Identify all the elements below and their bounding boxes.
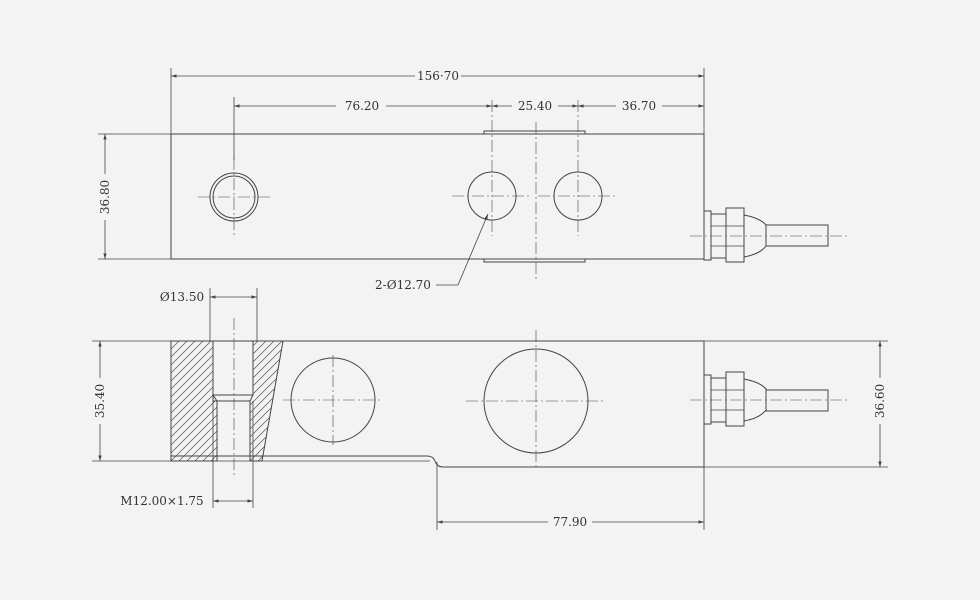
side-view-body	[170, 340, 705, 468]
hatch-line	[171, 341, 217, 461]
load-hole-2	[538, 100, 618, 236]
hatch-line	[178, 341, 217, 461]
hatch-line	[171, 341, 217, 461]
dim-thread-spec: M12.00×1.75	[120, 494, 203, 508]
hatch-line	[273, 341, 283, 461]
hatch-line	[171, 341, 217, 461]
dim-side-height-left: 35.40	[93, 384, 107, 418]
hatch-line	[250, 341, 283, 461]
dim-hole-offset-right: 36.70	[622, 99, 656, 113]
hatch-line	[250, 341, 275, 461]
hatch-line	[186, 341, 217, 461]
hatch-line	[250, 341, 283, 461]
hatch-line	[250, 341, 283, 461]
top-view-body	[170, 133, 705, 260]
hatch-line	[250, 341, 283, 461]
dim-top-height: 36.80	[98, 180, 112, 214]
top-pad-upper	[483, 130, 586, 135]
left-counterbore-hole	[198, 158, 270, 236]
hatch-line	[171, 341, 188, 461]
hatch-line	[194, 341, 217, 461]
hatch-line	[171, 341, 180, 461]
hatch-line	[171, 341, 217, 461]
dim-counterbore: Ø13.50	[160, 290, 204, 304]
dim-hole-pitch: 25.40	[518, 99, 552, 113]
pocket-large	[466, 330, 606, 470]
top-view: 156·70 76.20 25.40 36.70 36.80 2-Ø12.70	[98, 68, 850, 292]
cable-gland-top	[690, 207, 850, 263]
side-view: Ø13.50 M12.00×1.75	[92, 288, 888, 530]
hatch-line	[290, 341, 410, 461]
cable-gland-side	[690, 371, 850, 427]
dim-side-height-right: 36.60	[873, 384, 887, 418]
hatch-line	[250, 341, 283, 461]
dim-sensing-length: 77.90	[553, 515, 587, 529]
hatch-line	[171, 341, 217, 461]
hatch-line	[250, 341, 283, 461]
hatch-line	[250, 341, 283, 461]
hatch-line	[250, 341, 283, 461]
pocket-small	[283, 355, 383, 445]
top-pad-lower	[483, 258, 586, 263]
load-hole-1	[452, 100, 532, 236]
hatch-line	[171, 341, 212, 461]
hatch-line	[171, 341, 204, 461]
hatch-line	[171, 341, 217, 461]
hatch-line	[171, 341, 217, 461]
dim-hole-offset-left: 76.20	[345, 99, 379, 113]
hatch-line	[257, 341, 283, 461]
hatch-line	[171, 341, 217, 461]
dim-overall-length: 156·70	[417, 69, 459, 83]
hatch-line	[171, 341, 196, 461]
hatch-line	[171, 341, 172, 461]
dim-hole-callout: 2-Ø12.70	[375, 278, 431, 292]
hatch-line	[250, 341, 283, 461]
threaded-bore	[212, 318, 254, 475]
